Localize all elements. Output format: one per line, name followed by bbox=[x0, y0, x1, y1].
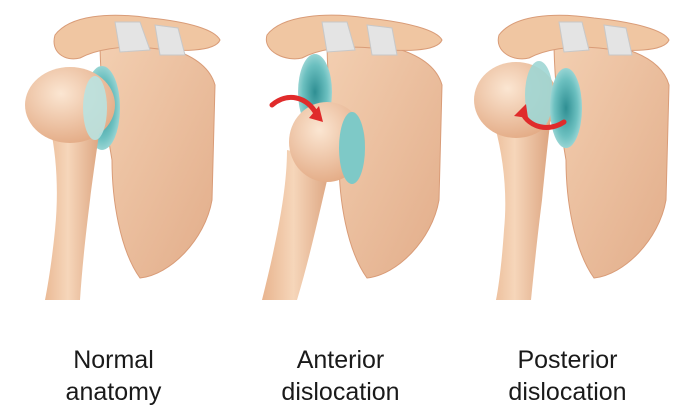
caption-posterior-line2: dislocation bbox=[454, 376, 681, 408]
caption-anterior-line2: dislocation bbox=[227, 376, 454, 408]
caption-posterior: Posterior dislocation bbox=[454, 344, 681, 408]
caption-anterior-line1: Anterior bbox=[227, 344, 454, 376]
anterior-dislocation-illustration bbox=[227, 0, 454, 330]
caption-normal-line1: Normal bbox=[0, 344, 227, 376]
caption-posterior-line1: Posterior bbox=[454, 344, 681, 376]
posterior-dislocation-illustration bbox=[454, 0, 681, 330]
normal-shoulder-illustration bbox=[0, 0, 227, 330]
caption-normal-line2: anatomy bbox=[0, 376, 227, 408]
panel-anterior: Anterior dislocation bbox=[227, 0, 454, 415]
panel-normal: Normal anatomy bbox=[0, 0, 227, 415]
caption-anterior: Anterior dislocation bbox=[227, 344, 454, 408]
panel-posterior: Posterior dislocation bbox=[454, 0, 681, 415]
caption-normal: Normal anatomy bbox=[0, 344, 227, 408]
